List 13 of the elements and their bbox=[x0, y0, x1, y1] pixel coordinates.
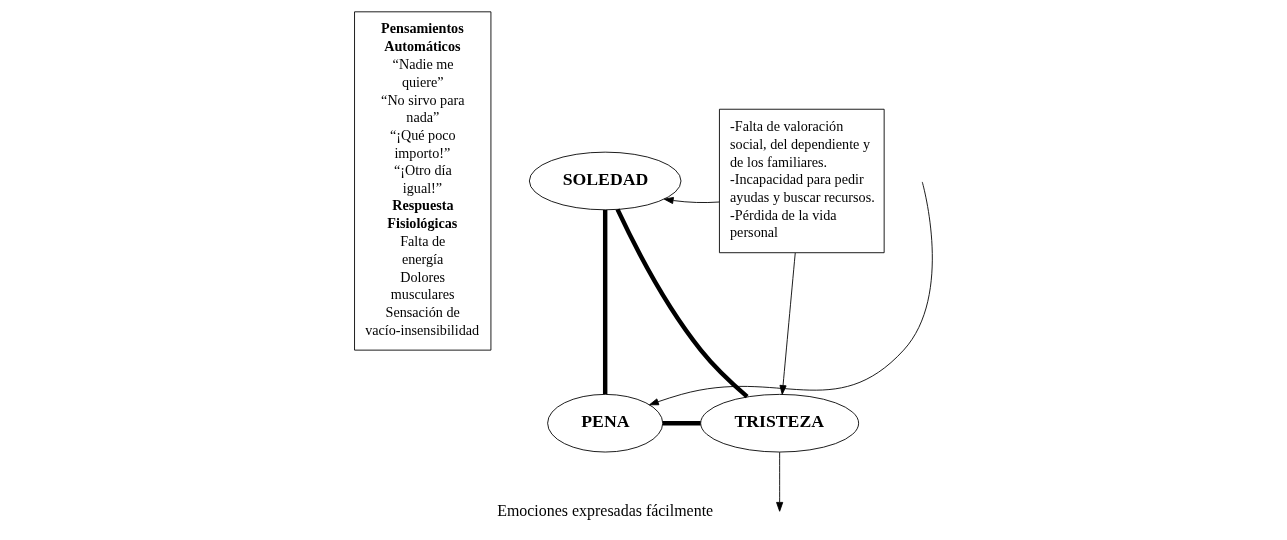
arrow bbox=[779, 252, 796, 395]
arrow bbox=[663, 197, 720, 204]
connector bbox=[662, 421, 701, 426]
node-box: Pensamientos Automáticos “Nadie me quiere” “No sirvo para nada” “¡Qué poco importo!” “¡Otro día igual!” Respuesta Fisiológicas Falta de energía Dolores musculares Sensación de vacío-insensibilidad bbox=[354, 11, 492, 351]
arrow bbox=[776, 451, 784, 512]
node-ellipse: PENA bbox=[547, 393, 664, 453]
node-box: -Falta de valoración social, del dependiente y de los familiares. -Incapacidad para pedir ayudas y buscar recursos. -Pérdida de la vida personal bbox=[719, 108, 885, 254]
connector bbox=[602, 209, 608, 395]
arrow bbox=[649, 181, 933, 406]
node-ellipse: SOLEDAD bbox=[528, 151, 682, 211]
node-ellipse: TRISTEZA bbox=[700, 393, 860, 453]
connector bbox=[615, 208, 749, 399]
label: Emociones expresadas fácilmente bbox=[497, 502, 714, 520]
